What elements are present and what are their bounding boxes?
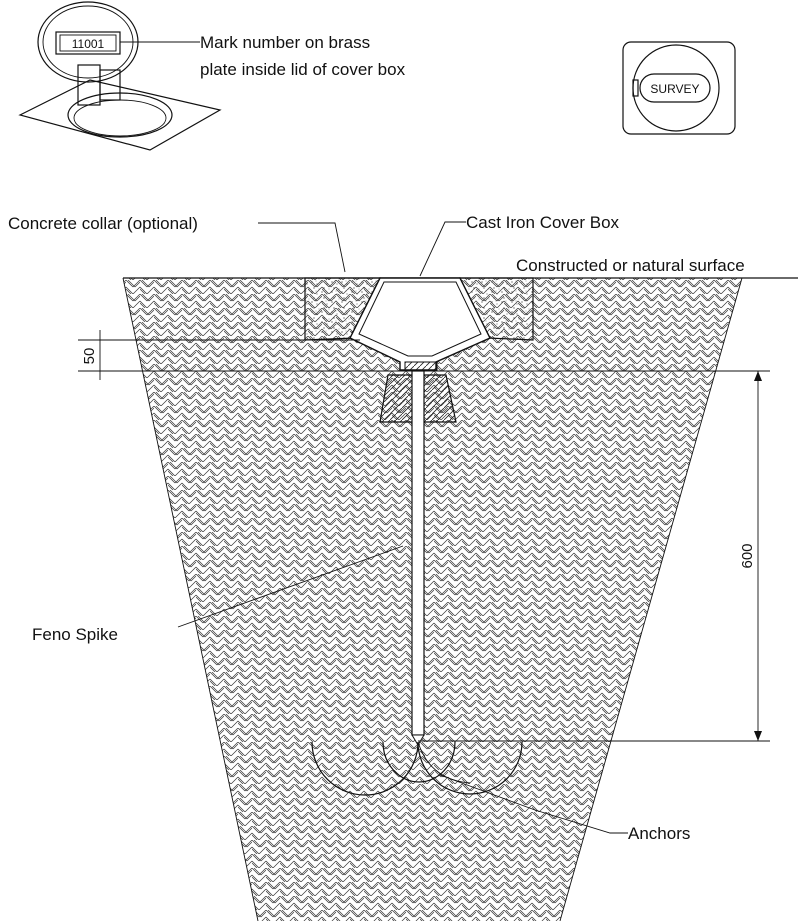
soil-left-edge	[122, 277, 259, 921]
soil-section	[123, 278, 742, 921]
dim-600-label: 600	[739, 543, 756, 568]
collar-leader-line	[258, 222, 346, 273]
plate-number: 11001	[72, 37, 105, 51]
open-cover-box-icon: 11001	[18, 1, 222, 151]
mark-number-label: Mark number on brass	[200, 33, 370, 52]
dim-600-arrow-bottom	[754, 731, 762, 741]
feno-spike-shaft	[411, 370, 425, 736]
feno-spike-label: Feno Spike	[32, 625, 118, 644]
spike-tip	[411, 734, 425, 746]
concrete-collar-label: Concrete collar (optional)	[8, 214, 198, 233]
dim-600-arrow-top	[754, 371, 762, 381]
cast-iron-cover-box	[349, 277, 491, 371]
dim-50-label: 50	[81, 348, 98, 365]
spike-leader-line	[177, 545, 404, 628]
anchors-leader-line	[439, 774, 628, 834]
anchors	[311, 741, 523, 796]
surface-label: Constructed or natural surface	[516, 256, 745, 275]
survey-cover-icon: SURVEY	[622, 41, 736, 135]
survey-label: SURVEY	[650, 82, 699, 96]
cover-box-leader-line	[419, 221, 466, 277]
cover-box-label: Cast Iron Cover Box	[466, 213, 620, 232]
anchors-label: Anchors	[628, 824, 690, 843]
soil-right-edge	[559, 277, 743, 921]
mark-number-label-line2: plate inside lid of cover box	[200, 60, 406, 79]
